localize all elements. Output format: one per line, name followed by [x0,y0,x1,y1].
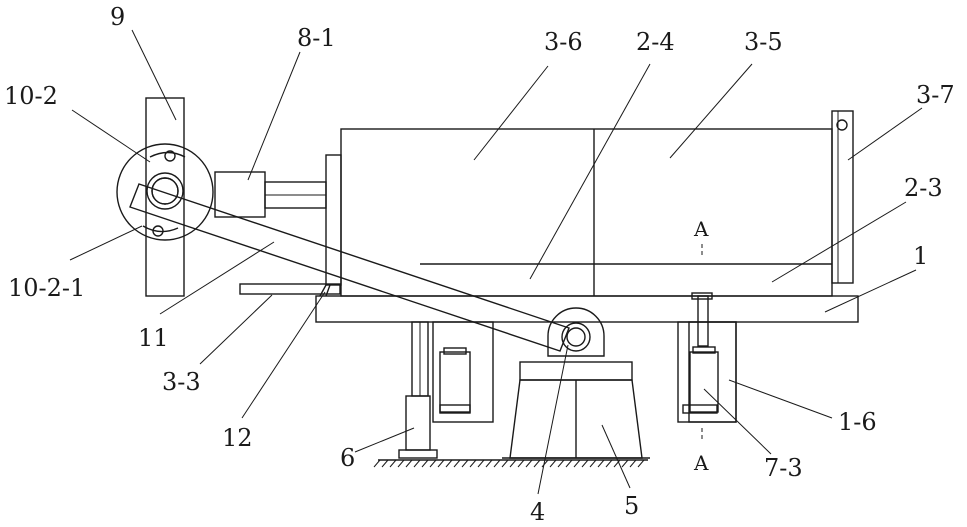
ground-hatch-stroke [550,460,556,467]
ground-hatch-stroke [630,460,636,467]
ground-hatch-stroke [590,460,596,467]
label-4: 4 [530,498,545,526]
label-8-1: 8-1 [297,24,336,52]
label-5: 5 [624,492,639,520]
label-10-2: 10-2 [4,82,58,110]
mount [502,362,650,458]
ground-hatch-stroke [478,460,484,467]
ground-hatch-stroke [406,460,412,467]
ground-hatch-stroke [374,460,380,467]
ground-hatch-stroke [574,460,580,467]
base-frame [240,284,858,322]
ground-hatch-stroke [558,460,564,467]
label-3-7: 3-7 [916,81,955,109]
label-section-a-top: A [693,217,709,241]
label-2-4: 2-4 [636,28,675,56]
ground-hatch-stroke [486,460,492,467]
ground-hatch-stroke [390,460,396,467]
ground-hatch-stroke [582,460,588,467]
ground-hatch-stroke [470,460,476,467]
housing [326,129,832,296]
ground-hatch-stroke [430,460,436,467]
leader-lines [70,30,922,494]
right-cylinder [678,293,736,422]
motor [215,172,326,217]
ground-hatch-stroke [382,460,388,467]
ground-hatch-stroke [606,460,612,467]
ground-hatch-stroke [454,460,460,467]
label-1-6: 1-6 [838,408,877,436]
ground-hatch-stroke [414,460,420,467]
label-3-5: 3-5 [744,28,783,56]
ground-hatch-stroke [446,460,452,467]
label-12: 12 [222,424,253,452]
ground-hatch-stroke [438,460,444,467]
ground-hatch-stroke [526,460,532,467]
left-cylinder [399,322,493,458]
ground-hatch-stroke [638,460,644,467]
ground-hatch-stroke [510,460,516,467]
ground [374,460,648,467]
ground-hatch-stroke [398,460,404,467]
label-11: 11 [138,324,169,352]
label-6: 6 [340,444,355,472]
ground-hatch-stroke [502,460,508,467]
label-3-3: 3-3 [162,368,201,396]
label-7-3: 7-3 [764,454,803,482]
side-plate [832,111,853,283]
ground-hatch-stroke [518,460,524,467]
label-2-3: 2-3 [904,174,943,202]
ground-hatch-stroke [422,460,428,467]
ground-hatch-stroke [622,460,628,467]
label-10-2-1: 10-2-1 [8,274,85,302]
label-9: 9 [110,3,125,31]
ground-hatch-stroke [566,460,572,467]
pivot [548,308,604,356]
ground-hatch-stroke [462,460,468,467]
ground-hatch-stroke [534,460,540,467]
ground-hatch-stroke [494,460,500,467]
label-1: 1 [913,242,928,270]
label-3-6: 3-6 [544,28,583,56]
label-section-a-bottom: A [693,451,709,475]
ground-hatch-stroke [598,460,604,467]
